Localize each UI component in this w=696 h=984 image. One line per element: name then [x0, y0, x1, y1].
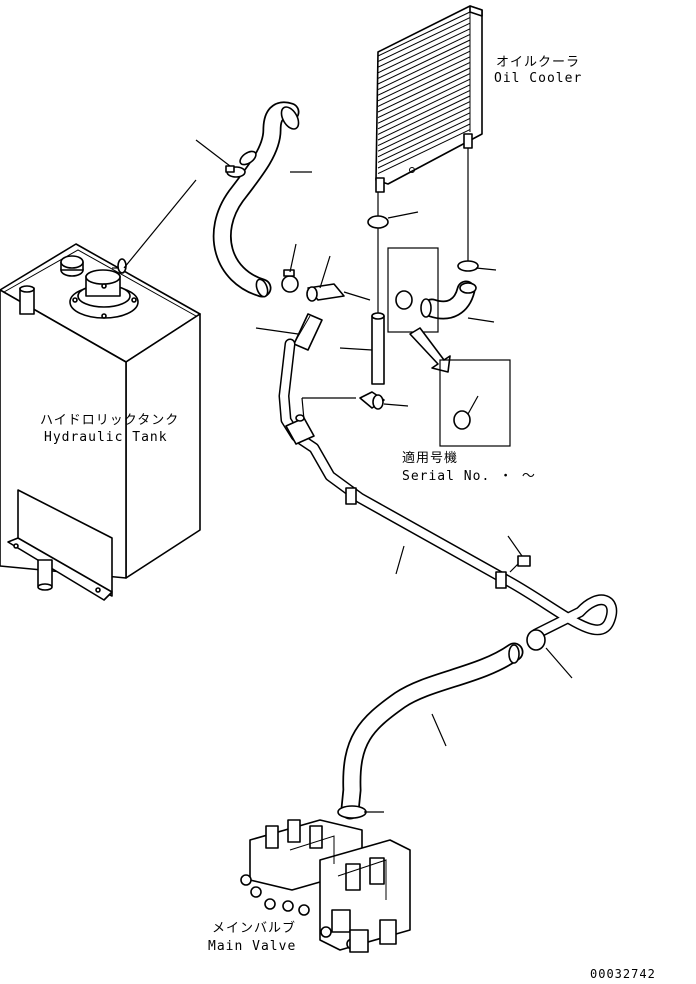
cooler-fin: [377, 84, 471, 130]
hydraulic-tank-label-en: Hydraulic Tank: [44, 430, 168, 445]
cooler-fin: [377, 39, 471, 85]
adapter-fitting: [306, 283, 345, 302]
elbow-hose-cooler: [420, 280, 477, 320]
cooler-fin: [377, 73, 471, 119]
hose-clamp-detail: [395, 290, 413, 310]
tee-fitting: [285, 414, 315, 445]
cooler-fin: [377, 33, 471, 79]
cooler-fin: [377, 123, 471, 169]
oil-cooler-fins: [377, 11, 471, 175]
pipe-bracket: [345, 487, 507, 589]
hose-sleeve: [293, 313, 323, 351]
cooler-fin: [377, 67, 471, 113]
cooler-fin: [377, 17, 471, 63]
bolt: [509, 555, 531, 573]
cooler-fin: [377, 11, 471, 57]
cooler-fin: [377, 117, 471, 163]
leader-lines: [123, 139, 573, 813]
return-hose: [212, 101, 300, 298]
hose-clamp-lower: [526, 629, 546, 651]
serial-label-en: Serial No. ・ ～: [402, 469, 536, 484]
cooler-fin: [377, 101, 471, 147]
cooler-fin: [377, 89, 471, 135]
cooler-fin: [377, 129, 471, 175]
hose-clamp-top: [225, 165, 246, 178]
hydraulic-tank: [0, 243, 201, 601]
cooler-fin: [377, 106, 471, 152]
elbow-fitting: [359, 391, 385, 410]
hose-clamp-mid: [281, 269, 299, 293]
detail-frame-top: [387, 247, 439, 333]
detail-view: [409, 327, 511, 447]
main-valve-label-en: Main Valve: [208, 939, 296, 954]
cooler-fin: [377, 45, 471, 91]
oil-cooler: [375, 5, 483, 193]
cooler-fin: [377, 95, 471, 141]
cooler-fin: [377, 61, 471, 107]
cooler-fin: [377, 112, 471, 158]
cooler-fin: [377, 50, 471, 96]
return-pipe: [278, 338, 618, 640]
hose-clamp-cooler-left: [367, 215, 389, 229]
oil-cooler-label-jp: オイルクーラ: [496, 55, 580, 70]
hydraulic-tank-label-jp: ハイドロリックタンク: [40, 413, 179, 428]
main-valve-label-jp: メインバルブ: [212, 920, 296, 936]
hose-clamp-cooler-right: [457, 148, 479, 272]
oil-cooler-label-en: Oil Cooler: [494, 71, 582, 86]
main-valve: [240, 819, 411, 953]
cooler-fin: [377, 22, 471, 68]
hose-clamp-bottom: [337, 805, 367, 819]
serial-label-jp: 適用号機: [402, 450, 458, 466]
cooler-fin: [377, 56, 471, 102]
supply-hose: [340, 642, 524, 820]
cooler-fin: [377, 78, 471, 124]
cooler-fin: [377, 28, 471, 74]
drawing-number: 00032742: [590, 967, 656, 981]
